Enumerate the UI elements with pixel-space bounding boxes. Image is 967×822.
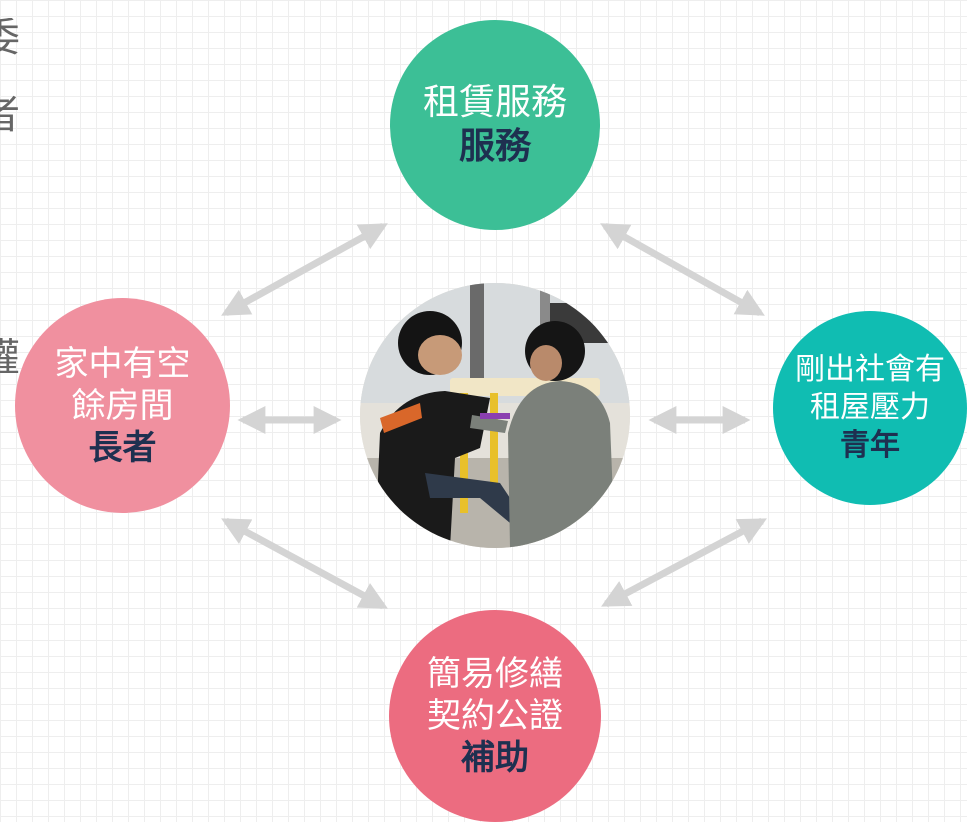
node-right-line1: 剛出社會有	[795, 352, 945, 387]
node-top-line1: 租賃服務	[422, 82, 567, 123]
node-bottom-line1: 簡易修繕	[427, 654, 563, 694]
arrow-right-bottom	[601, 517, 767, 608]
node-right-line2: 租屋壓力	[810, 390, 930, 425]
arrow-top-left	[221, 222, 388, 317]
edge-text-1: 委	[0, 18, 22, 58]
node-rental-service: 租賃服務 服務	[390, 20, 600, 230]
arrow-left-bottom	[221, 517, 388, 610]
center-photo	[360, 283, 630, 548]
node-left-line1: 家中有空	[54, 343, 191, 384]
photo-two-people-consultation-icon	[360, 283, 630, 548]
node-subsidy: 簡易修繕 契約公證 補助	[389, 610, 601, 822]
node-bottom-bold: 補助	[461, 738, 529, 778]
edge-text-2: 者	[0, 95, 22, 135]
edge-text-3: 權	[0, 338, 22, 378]
node-elderly: 家中有空 餘房間 長者	[15, 298, 230, 513]
node-left-bold: 長者	[88, 427, 157, 468]
node-left-line2: 餘房間	[71, 385, 174, 426]
node-youth: 剛出社會有 租屋壓力 青年	[773, 311, 967, 505]
arrow-top-right	[600, 222, 765, 317]
node-right-bold: 青年	[840, 428, 900, 463]
node-top-bold: 服務	[458, 126, 531, 167]
node-bottom-line2: 契約公證	[427, 696, 563, 736]
